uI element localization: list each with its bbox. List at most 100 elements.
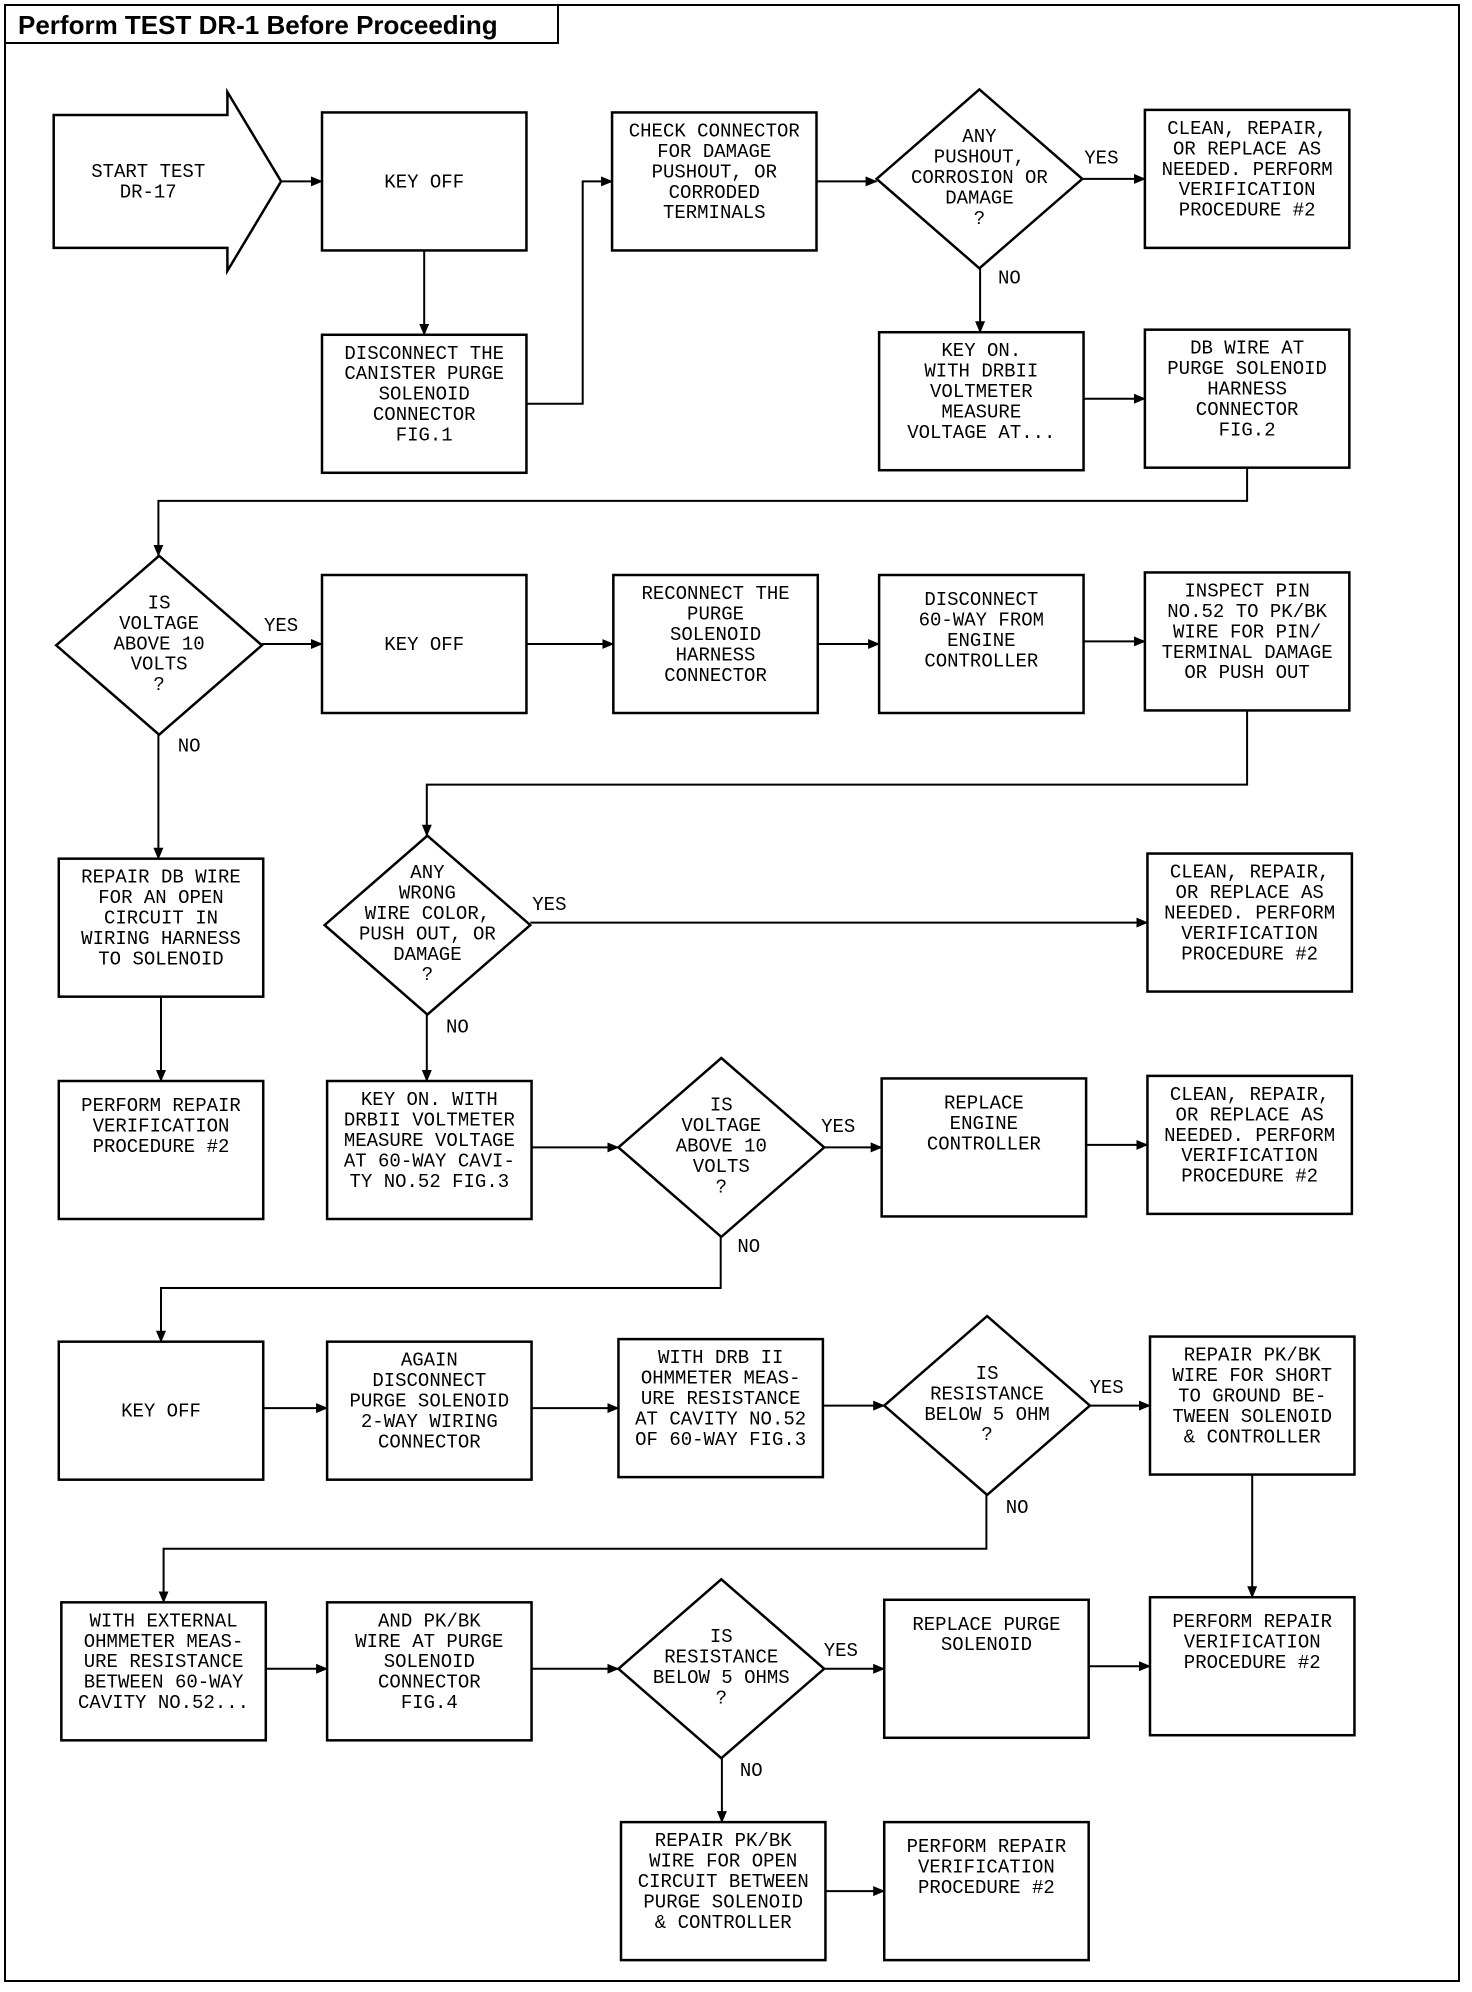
connector-arrow <box>156 1236 722 1343</box>
step-text: VERIFICATION <box>918 1857 1055 1879</box>
step-text: OR REPLACE AS <box>1173 138 1321 160</box>
start-test-label: DR-17 <box>120 182 177 204</box>
edge-label-no-5: NO <box>1006 1497 1029 1519</box>
step-text: DRBII VOLTMETER <box>344 1109 515 1131</box>
step-text: WIRE AT PURGE <box>355 1631 503 1653</box>
step-text: WIRE COLOR, <box>365 903 490 925</box>
step-text: CIRCUIT IN <box>104 908 218 930</box>
step-text: RESISTANCE <box>664 1647 778 1669</box>
edge-label-yes-5: YES <box>1089 1377 1123 1399</box>
step-text: CLEAN, REPAIR, <box>1170 862 1330 884</box>
step-text: PERFORM REPAIR <box>81 1095 241 1117</box>
step-text: URE RESISTANCE <box>84 1651 244 1673</box>
step-text: TO GROUND BE- <box>1178 1385 1326 1407</box>
connector-lines <box>153 173 1258 1897</box>
edge-label-no-4: NO <box>737 1236 760 1258</box>
step-text: ENGINE <box>950 1113 1018 1135</box>
step-text: VOLTAGE <box>681 1115 761 1137</box>
step-text: IS <box>148 592 171 614</box>
step-text: WITH EXTERNAL <box>89 1610 237 1632</box>
step-text: URE RESISTANCE <box>641 1388 801 1410</box>
step-text: OR REPLACE AS <box>1176 1104 1324 1126</box>
step-text: CANISTER PURGE <box>344 363 504 385</box>
step-text: VERIFICATION <box>1184 1632 1321 1654</box>
step-text: KEY ON. <box>941 340 1021 362</box>
step-text: ENGINE <box>947 630 1015 652</box>
step-text: CLEAN, REPAIR, <box>1170 1084 1330 1106</box>
step-text: KEY OFF <box>384 634 464 656</box>
step-text: OF 60-WAY FIG.3 <box>635 1429 806 1451</box>
step-text: DISCONNECT THE <box>344 343 504 365</box>
step-text: CONNECTOR <box>378 1431 481 1453</box>
step-text: REPLACE PURGE <box>912 1614 1060 1636</box>
edge-label-no-1: NO <box>998 268 1021 290</box>
edge-label-yes-1: YES <box>1084 148 1118 170</box>
edge-label-no-3: NO <box>446 1016 469 1038</box>
step-text: TERMINAL DAMAGE <box>1162 642 1333 664</box>
edge-label-yes-3: YES <box>532 894 566 916</box>
step-text: WITH DRB II <box>658 1347 783 1369</box>
step-key-on-drbii: KEY ON.WITH DRBIIVOLTMETERMEASUREVOLTAGE… <box>877 330 1085 472</box>
step-text: DB WIRE AT <box>1190 338 1304 360</box>
step-text: VERIFICATION <box>93 1115 230 1137</box>
step-text: NEEDED. PERFORM <box>1162 159 1333 181</box>
step-text: AT 60-WAY CAVI- <box>344 1150 515 1172</box>
step-text: ABOVE 10 <box>676 1135 767 1157</box>
step-text: FIG.1 <box>396 425 453 447</box>
step-text: VOLTS <box>693 1156 750 1178</box>
step-text: CHECK CONNECTOR <box>629 120 800 142</box>
step-text: CONNECTOR <box>664 665 767 687</box>
step-text: ? <box>422 964 433 986</box>
edge-label-yes-6: YES <box>824 1640 858 1662</box>
step-text: REPAIR DB WIRE <box>81 867 241 889</box>
step-text: CORRODED <box>669 182 760 204</box>
step-text: ABOVE 10 <box>113 633 204 655</box>
step-text: ? <box>716 1687 727 1709</box>
step-text: DISCONNECT <box>372 1370 486 1392</box>
step-text: PERFORM REPAIR <box>1172 1611 1332 1633</box>
edge-label-no-2: NO <box>178 735 201 757</box>
connector-arrow <box>158 1495 988 1604</box>
step-text: SOLENOID <box>941 1634 1032 1656</box>
step-text: REPAIR PK/BK <box>1184 1345 1321 1367</box>
step-text: IS <box>710 1095 733 1117</box>
step-text: MEASURE <box>941 402 1021 424</box>
step-text: AND PK/BK <box>378 1610 481 1632</box>
step-text: HARNESS <box>1207 379 1287 401</box>
step-text: NEEDED. PERFORM <box>1164 902 1335 924</box>
step-text: VOLTS <box>131 654 188 676</box>
step-text: CORROSION OR <box>911 167 1048 189</box>
step-text: PURGE SOLENOID <box>1167 358 1327 380</box>
step-text: IS <box>976 1363 999 1385</box>
step-text: RESISTANCE <box>930 1383 1044 1405</box>
step-text: VOLTAGE <box>119 613 199 635</box>
step-text: KEY ON. WITH <box>361 1089 498 1111</box>
edge-label-no-6: NO <box>740 1760 763 1782</box>
step-text: KEY OFF <box>384 171 464 193</box>
step-text: PROCEDURE #2 <box>918 1877 1055 1899</box>
step-text: SOLENOID <box>670 624 761 646</box>
step-text: AT CAVITY NO.52 <box>635 1408 806 1430</box>
step-text: AGAIN <box>401 1350 458 1372</box>
step-text: DAMAGE <box>393 944 461 966</box>
step-text: NO.52 TO PK/BK <box>1167 601 1327 623</box>
step-key-off-2: KEY OFF <box>320 573 528 715</box>
